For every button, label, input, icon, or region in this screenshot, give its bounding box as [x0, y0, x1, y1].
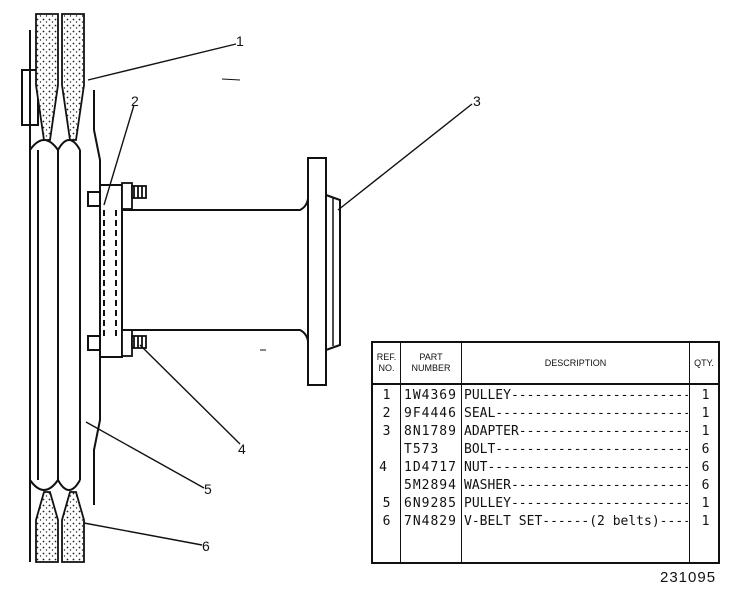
table-row: T573 BOLT-------------------------------…	[404, 442, 710, 457]
drawing-code: 231095	[660, 569, 716, 586]
pulley-sheave	[21, 30, 101, 562]
callout-4: 4	[238, 441, 246, 457]
leader-lines	[83, 43, 473, 546]
table-row: 5M2894 WASHER---------------------------…	[404, 478, 710, 493]
bolt-lower	[121, 329, 147, 357]
adapter	[122, 157, 341, 386]
callout-3: 3	[473, 93, 481, 109]
v-belt-upper	[35, 13, 85, 141]
bolt-upper	[121, 182, 147, 210]
header-ref-no: REF.NO.	[376, 352, 397, 373]
callout-6: 6	[202, 538, 210, 554]
header-description: DESCRIPTION	[544, 357, 607, 368]
v-belt-lower	[35, 491, 85, 563]
pulley-hub	[87, 184, 123, 358]
callout-1: 1	[236, 33, 244, 49]
callout-5: 5	[204, 481, 212, 497]
callout-2: 2	[131, 93, 139, 109]
header-qty: QTY.	[694, 357, 714, 368]
